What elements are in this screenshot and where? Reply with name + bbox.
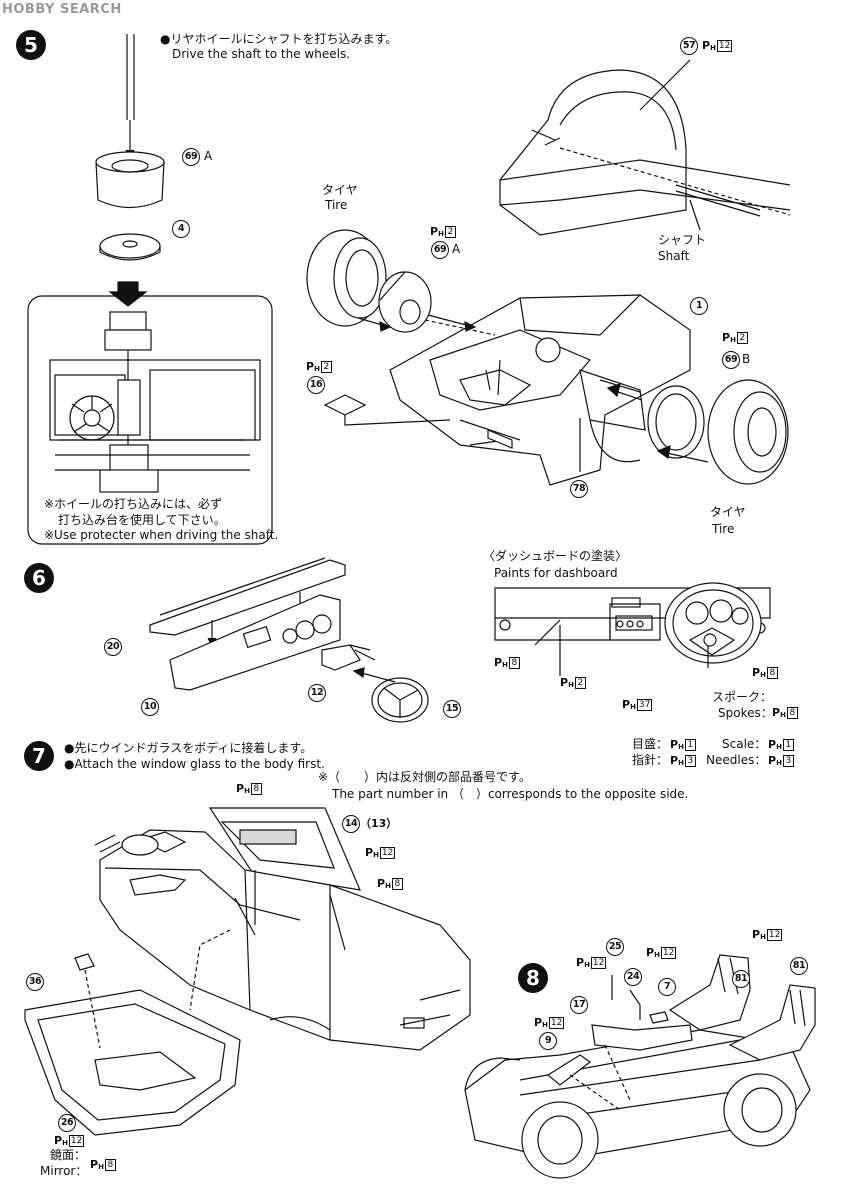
step-7-note-jp: ※（ ）内は反対側の部品番号です。 [318, 770, 531, 784]
spokes-label-jp: スポーク： [712, 690, 773, 704]
step-5-instruction-en: Drive the shaft to the wheels. [172, 47, 351, 61]
scale-label-jp: 目盛： [632, 737, 669, 751]
part-4-label: 4 [172, 220, 190, 238]
needles-label-en: Needles： [706, 753, 767, 767]
step-5-badge: 5 [16, 30, 46, 60]
spokes-label-en: Spokes： [718, 706, 773, 720]
part-78-label: 78 [570, 480, 588, 498]
part-9-label: 9 [539, 1032, 557, 1050]
part-12-label: 12 [308, 684, 326, 702]
tire-label-en-right: Tire [712, 522, 735, 536]
part-16-label: 16 [307, 376, 325, 394]
part-69a-mid-suffix: A [452, 242, 461, 256]
part-69a-mid-label: 69 [431, 241, 449, 259]
step-7-instruction-en: ●Attach the window glass to the body fir… [64, 757, 325, 771]
part-26-label: 26 [58, 1114, 76, 1132]
dashboard-paint-title-jp: 〈ダッシュボードの塗装〉 [483, 549, 628, 563]
part-14-label: 14 [342, 815, 360, 833]
part-15-label: 15 [443, 700, 461, 718]
part-10-label: 10 [141, 698, 159, 716]
part-69b-suffix: B [742, 352, 751, 366]
part-17-label: 17 [570, 996, 588, 1014]
part-25-label: 25 [606, 938, 624, 956]
shaft-label-jp: シャフト [658, 233, 707, 247]
part-20-label: 20 [104, 638, 122, 656]
part-69-suffix: A [204, 149, 213, 163]
part-24-label: 24 [624, 968, 642, 986]
ph-number: 12 [716, 40, 733, 52]
step-5-note-en: ※Use protecter when driving the shaft. [44, 528, 279, 542]
mirror-label-jp: 鏡面： [50, 1148, 87, 1162]
part-57-label: 57 [680, 37, 698, 55]
part-81-label-a: 81 [732, 970, 750, 988]
part-36-label: 36 [26, 973, 44, 991]
part-7-label: 7 [658, 978, 676, 996]
part-69-label: 69 [182, 148, 200, 166]
watermark: HOBBY SEARCH [2, 2, 122, 17]
scale-label-en: Scale： [722, 737, 767, 751]
part-1-label: 1 [690, 297, 708, 315]
step-6-badge: 6 [24, 563, 54, 593]
tire-label-jp-left: タイヤ [322, 183, 358, 197]
tire-label-jp-right: タイヤ [710, 505, 746, 519]
step-8-badge: 8 [518, 963, 548, 993]
shaft-label-en: Shaft [658, 249, 690, 263]
part-81-label-b: 81 [790, 957, 808, 975]
needles-label-jp: 指針： [632, 753, 669, 767]
part-69b-label: 69 [722, 351, 740, 369]
step-5-instruction-jp: ●リヤホイールにシャフトを打ち込みます。 [160, 32, 398, 46]
ph-letter: P [702, 39, 711, 52]
step-7-badge: 7 [24, 741, 54, 771]
tire-label-en-left: Tire [325, 198, 348, 212]
mirror-label-en: Mirror： [40, 1164, 88, 1178]
step-5-note-jp-1: ※ホイールの打ち込みには、必ず [44, 497, 223, 511]
step-7-instruction-jp: ●先にウインドガラスをボディに接着します。 [64, 741, 313, 755]
step-7-note-en: The part number in （ ）corresponds to the… [332, 787, 689, 801]
part-13-label: （13） [360, 817, 398, 830]
dashboard-paint-title-en: Paints for dashboard [494, 566, 618, 580]
ph-sub: H [710, 44, 716, 52]
step-5-note-jp-2: 打ち込み台を使用して下さい。 [58, 513, 226, 527]
